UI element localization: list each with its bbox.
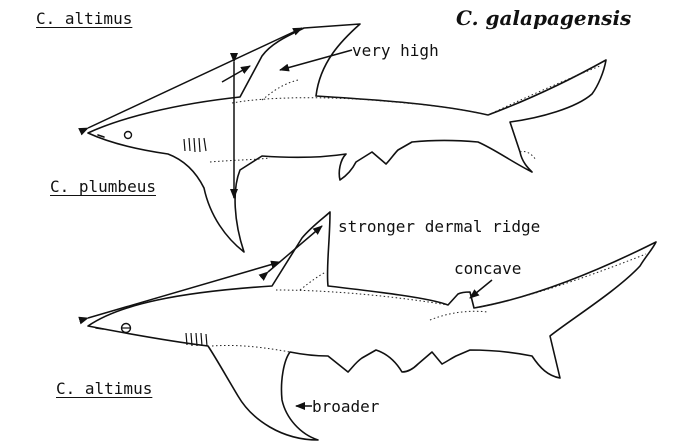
label-concave: concave [454,260,521,278]
label-broader: broader [312,398,379,416]
label-stronger-dermal-ridge: stronger dermal ridge [338,218,540,236]
label-top-left-species: C. altimus [36,10,132,28]
label-very-high: very high [352,42,439,60]
label-middle-species: C. plumbeus [50,178,156,196]
upper-gill-slits [184,138,206,152]
label-bottom-species: C. altimus [56,380,152,398]
figure-title: C. galapagensis [456,6,631,30]
upper-eye [125,132,132,139]
